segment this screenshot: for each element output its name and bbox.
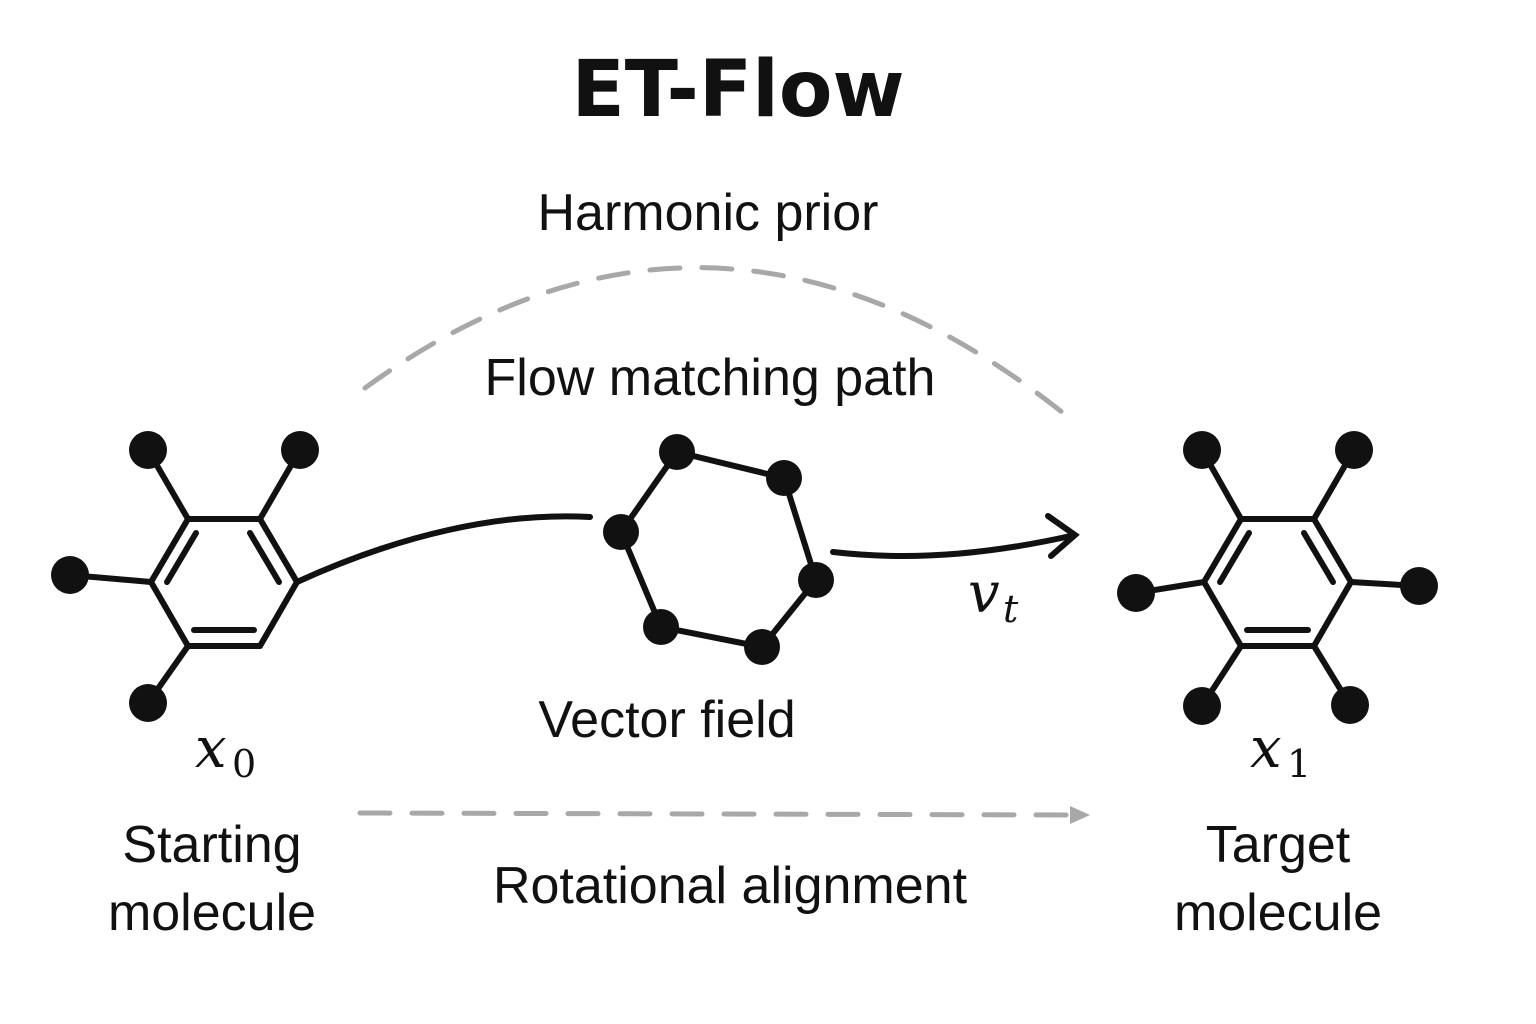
target-caption-line1: Target (1206, 816, 1351, 874)
starting-atom (129, 684, 167, 722)
start-caption-line1: Starting (122, 816, 301, 874)
starting-atom (51, 556, 89, 594)
target-atom (1400, 567, 1438, 605)
starting-molecule (51, 431, 319, 722)
intermediate-atom (643, 609, 679, 645)
flow-matching-path-label: Flow matching path (485, 349, 936, 407)
harmonic-prior-label: Harmonic prior (538, 184, 879, 242)
target-molecule (1117, 431, 1438, 725)
flow-path-start-segment (294, 513, 593, 585)
intermediate-atom (798, 562, 834, 598)
target-inner-bond (1217, 530, 1252, 585)
intermediate-atom (766, 460, 802, 496)
diagram-title: ET-Flow (571, 45, 904, 135)
starting-inner-bond (164, 530, 199, 585)
flow-path-end-segment (830, 532, 1078, 559)
starting-atom (129, 431, 167, 469)
starting-inner-bond (247, 530, 282, 585)
target-symbol: x (1250, 716, 1282, 781)
start-caption-line2: molecule (108, 884, 316, 942)
target-atom (1331, 686, 1369, 724)
velocity-subscript: t (1003, 587, 1019, 631)
target-atom (1117, 574, 1155, 612)
starting-atom (281, 431, 319, 469)
intermediate-atom (659, 434, 695, 470)
target-caption-line2: molecule (1174, 884, 1382, 942)
intermediate-atom (744, 629, 780, 665)
rotational-alignment-arrow (357, 810, 1071, 818)
target-ring (1201, 516, 1354, 649)
rotational-alignment-label: Rotational alignment (493, 857, 968, 915)
velocity-label: v t (968, 561, 1019, 631)
target-subscript: 1 (1287, 742, 1311, 786)
flow-arrowhead (1045, 513, 1080, 559)
target-atom (1335, 431, 1373, 469)
target-atom (1183, 687, 1221, 725)
rotational-alignment-arrowhead (1070, 806, 1090, 824)
target-inner-bond (1301, 530, 1336, 585)
velocity-symbol: v (968, 561, 1000, 626)
intermediate-atom (603, 514, 639, 550)
intermediate-molecule (603, 434, 834, 665)
vector-field-label: Vector field (538, 691, 795, 749)
start-symbol-label: x 0 (195, 716, 256, 786)
starting-ring (148, 516, 300, 649)
target-atom (1183, 431, 1221, 469)
start-symbol: x (195, 716, 227, 781)
start-subscript: 0 (232, 742, 256, 786)
target-symbol-label: x 1 (1250, 716, 1311, 786)
harmonic-prior-arc (362, 265, 1081, 428)
